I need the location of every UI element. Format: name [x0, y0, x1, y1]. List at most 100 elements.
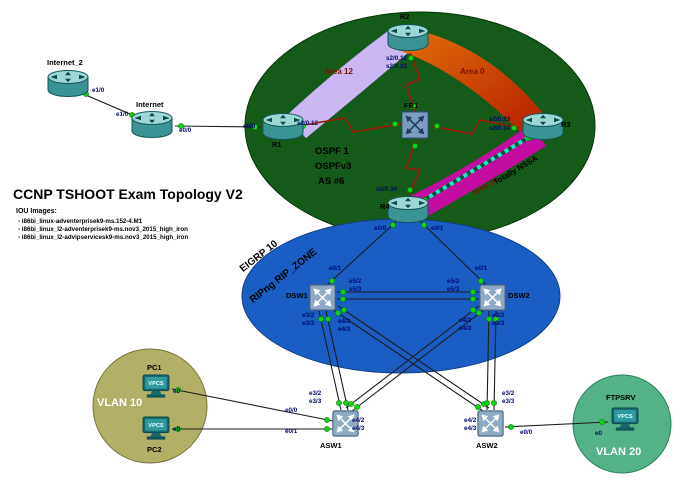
- node-r1[interactable]: [261, 112, 305, 142]
- link-dsw2-asw1-a[interactable]: [351, 308, 486, 412]
- serial-links[interactable]: [297, 52, 521, 196]
- link-internet-r1[interactable]: [174, 125, 262, 128]
- node-dsw1[interactable]: [309, 284, 336, 311]
- iface-label-r4-e0-0: e0/0: [374, 225, 387, 232]
- iface-label-r3-s2-0-23: s2/0.23: [489, 116, 511, 123]
- link-r4-dsw1[interactable]: [326, 219, 399, 286]
- iface-label-r2-s2-0-12: s2/0.12: [386, 55, 408, 62]
- vpcs-icon: [140, 374, 172, 400]
- iface-label-dsw2-e3-3: e3/3: [492, 320, 505, 327]
- iface-label-dsw2-e4-2: e4/2: [459, 317, 472, 324]
- router-icon: [386, 23, 430, 53]
- link-dsw1-asw1-b[interactable]: [325, 310, 349, 411]
- link-r4-dsw2[interactable]: [418, 219, 487, 286]
- iou-image-line: - i86bi_linux_l2-advipservicesk9-ms.nov3…: [18, 234, 189, 241]
- node-label-r4: R4: [380, 202, 390, 211]
- iface-label-internet-e0-0: e0/0: [179, 127, 192, 134]
- node-asw2[interactable]: [477, 410, 504, 437]
- iface-label-dsw1-e4-3: e4/3: [338, 326, 351, 333]
- iface-label-dsw1-e5-2: e5/2: [349, 278, 362, 285]
- iface-label-internet-e1-0: e1/0: [116, 111, 129, 118]
- link-r4-r3-trunk[interactable]: [417, 131, 538, 205]
- node-r4[interactable]: [386, 195, 430, 225]
- iface-label-dsw1-e4-2: e4/2: [338, 318, 351, 325]
- switch-icon: [477, 410, 504, 437]
- vpcs-icon: [140, 416, 172, 442]
- vlan10-zone-circle[interactable]: [92, 348, 208, 464]
- iface-label-r1-e0-0: e0/0: [243, 123, 256, 130]
- node-fr1[interactable]: [400, 110, 430, 140]
- link-asw2-ftpsrv[interactable]: [504, 421, 609, 428]
- node-internet[interactable]: [130, 110, 174, 140]
- zone-label-vlan10: VLAN 10: [97, 397, 143, 409]
- iface-label-internet2-e1-0: e1/0: [92, 87, 105, 94]
- iface-label-r3-s2-0-34: s2/0.34: [489, 125, 511, 132]
- zone-label-ospf1: OSPF 1: [315, 146, 349, 157]
- iface-label-dsw1-e5-3: e5/3: [349, 286, 362, 293]
- node-pc1[interactable]: [140, 374, 172, 400]
- node-r2[interactable]: [386, 23, 430, 53]
- node-label-r3: R3: [561, 120, 571, 129]
- node-ftpsrv[interactable]: [609, 407, 641, 433]
- link-r4-fr1[interactable]: [404, 140, 422, 196]
- node-internet2[interactable]: [46, 69, 90, 99]
- node-label-r1: R1: [272, 140, 282, 149]
- node-label-internet: Internet: [136, 100, 164, 109]
- diagram-title: CCNP TSHOOT Exam Topology V2: [13, 186, 243, 202]
- vpcs-icon: [609, 407, 641, 433]
- iface-label-r4-e0-1: e0/1: [431, 225, 444, 232]
- node-label-pc1: PC1: [147, 363, 162, 372]
- iface-label-pc1-e0: e0: [173, 388, 181, 395]
- iface-label-r2-s2-0-23: s2/0.23: [386, 63, 408, 70]
- link-r3-fr1[interactable]: [430, 119, 521, 135]
- link-r1-fr1[interactable]: [297, 117, 402, 133]
- iface-label-ftpsrv-e0: e0: [595, 430, 603, 437]
- link-r2-fr1[interactable]: [405, 52, 422, 112]
- iface-label-dsw1-e3-2: e3/2: [302, 312, 315, 319]
- link-dsw1-asw2-b[interactable]: [337, 305, 490, 409]
- router-icon: [261, 112, 305, 142]
- iface-label-dsw2-e0-1: e0/1: [475, 265, 488, 272]
- link-dsw2-asw2-b[interactable]: [493, 310, 497, 411]
- iface-label-dsw2-e3-2: e3/2: [492, 312, 505, 319]
- iface-label-asw1-e0-0: e0/0: [285, 407, 298, 414]
- iface-label-dsw2-e5-2: e5/2: [447, 278, 460, 285]
- router-icon: [386, 195, 430, 225]
- router-icon: [130, 110, 174, 140]
- area0-band[interactable]: [398, 28, 542, 136]
- iface-label-dsw2-e4-3: e4/3: [459, 325, 472, 332]
- iface-label-dsw2-e5-3: e5/3: [447, 286, 460, 293]
- link-dsw1-asw2-a[interactable]: [331, 308, 484, 412]
- link-asw1-pc1[interactable]: [171, 388, 334, 422]
- iou-images-heading: IOU Images:: [16, 208, 57, 215]
- node-label-fr1: FR1: [404, 101, 419, 110]
- node-dsw2[interactable]: [479, 284, 506, 311]
- node-label-dsw1: DSW1: [286, 291, 308, 300]
- iface-label-asw2-e3-3: e3/3: [502, 398, 515, 405]
- link-dsw1-asw1-a[interactable]: [318, 310, 342, 411]
- link-dsw2-asw2-a[interactable]: [486, 310, 490, 411]
- link-dsw2-asw1-b[interactable]: [345, 305, 480, 409]
- zone-label-vlan20: VLAN 20: [596, 446, 642, 458]
- iface-label-asw1-e0-1: e0/1: [285, 428, 298, 435]
- node-pc2[interactable]: [140, 416, 172, 442]
- node-label-ftpsrv: FTPSRV: [606, 393, 636, 402]
- node-r3[interactable]: [521, 112, 565, 142]
- node-label-pc2: PC2: [147, 445, 162, 454]
- node-label-asw1: ASW1: [320, 441, 342, 450]
- zone-label-ospfv3: OSPFv3: [315, 161, 352, 172]
- iface-label-asw1-e4-3: e4/3: [352, 425, 365, 432]
- switch-icon: [479, 284, 506, 311]
- node-label-asw2: ASW2: [476, 441, 498, 450]
- iface-label-asw2-e4-2: e4/2: [464, 417, 477, 424]
- ethernet-links[interactable]: [80, 92, 609, 430]
- iface-label-asw2-e3-2: e3/2: [502, 390, 515, 397]
- node-label-r2: R2: [400, 12, 410, 21]
- iou-image-line: - i86bi_linux_l2-adventerprisek9-ms.nov3…: [18, 226, 188, 233]
- zone-label-area12: Area 12: [324, 67, 353, 76]
- iface-label-dsw1-e0-1: e0/1: [329, 265, 342, 272]
- link-internet2-internet[interactable]: [80, 92, 138, 118]
- router-icon: [521, 112, 565, 142]
